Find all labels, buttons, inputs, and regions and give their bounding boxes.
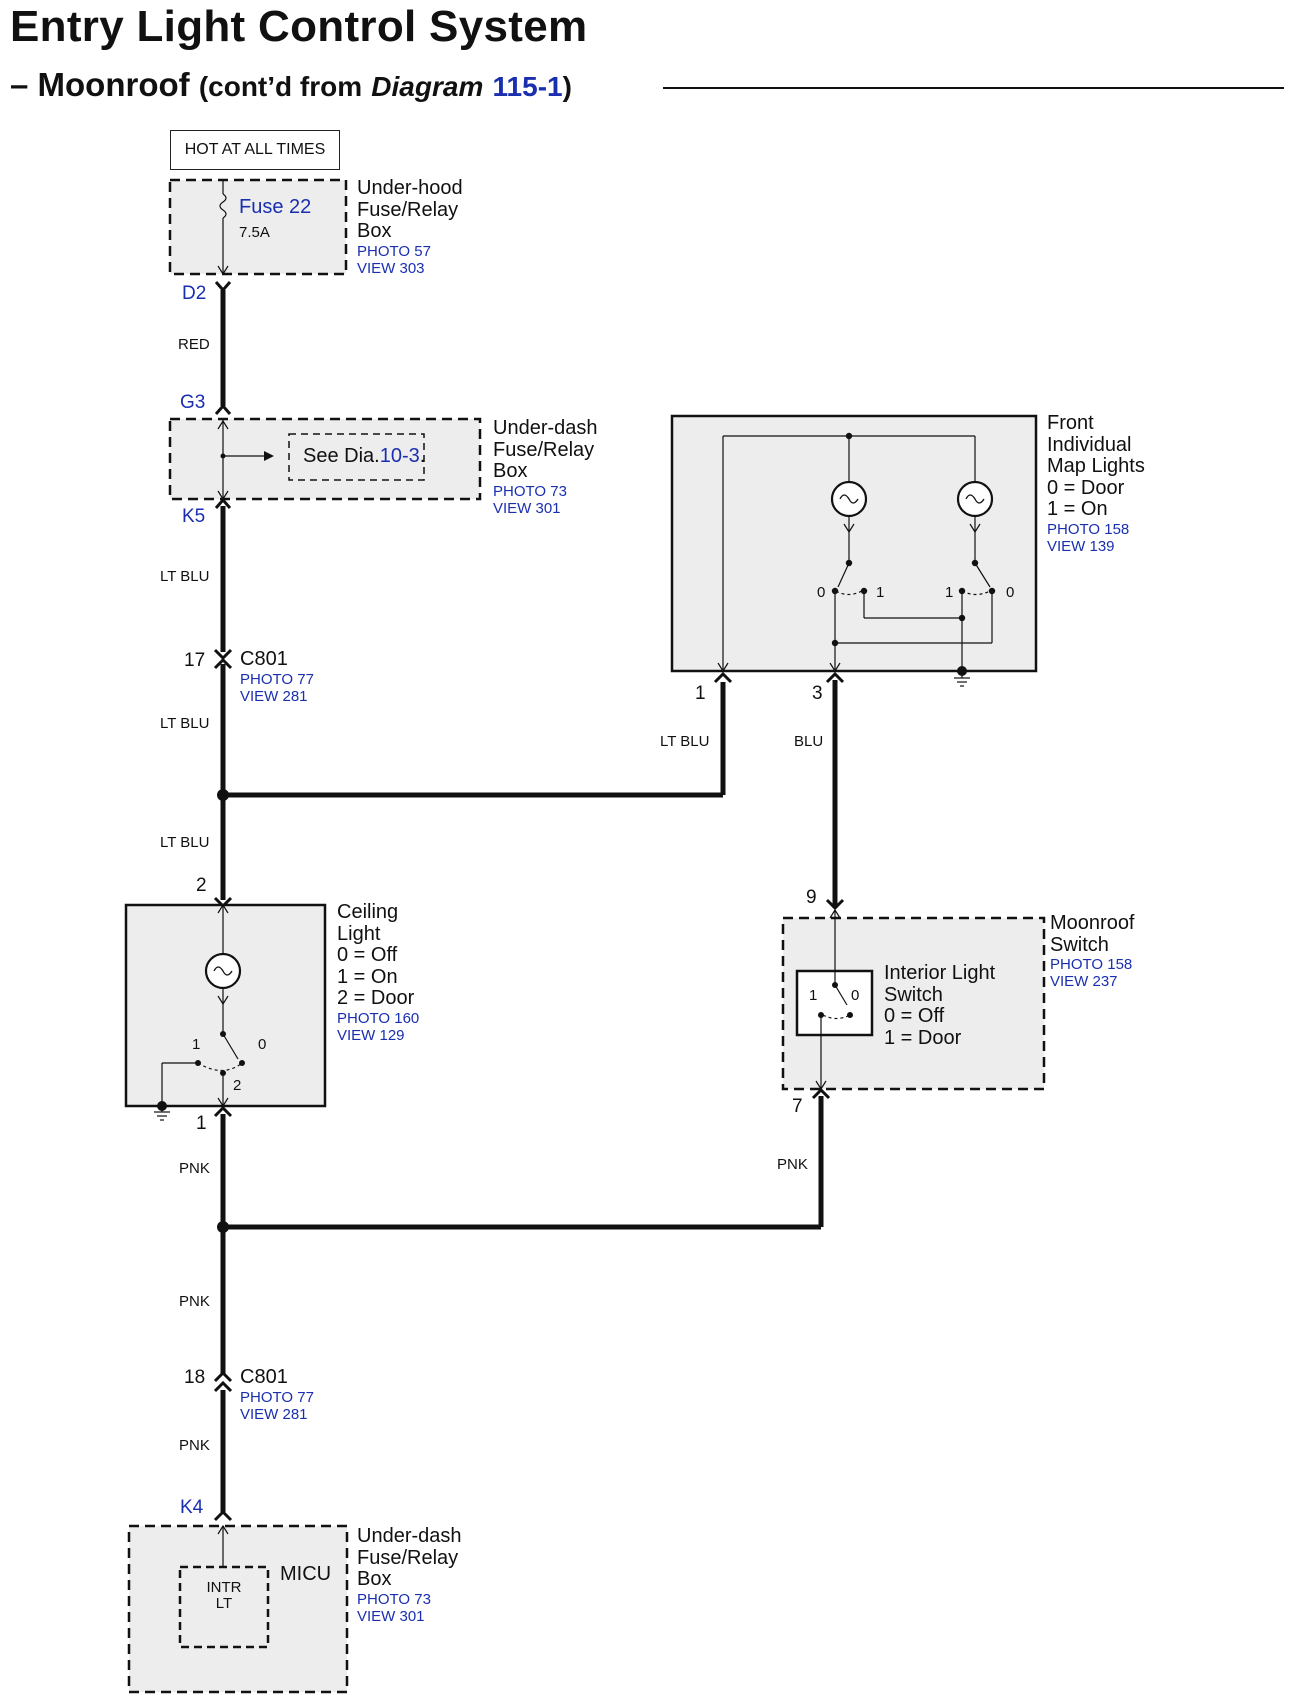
terminal-k5: K5 (182, 506, 206, 527)
c801-top-photo[interactable]: PHOTO 77 (240, 670, 314, 688)
subtitle-main: Moonroof (37, 66, 190, 103)
see-dia-text: See Dia.10-3. (303, 445, 426, 467)
map-ground-icon (954, 671, 970, 687)
connector-c801-bottom-icon (213, 1370, 233, 1383)
map-lights-box (670, 414, 1038, 673)
subtitle-close: ) (562, 71, 572, 102)
c801-bottom-view[interactable]: VIEW 281 (240, 1405, 308, 1423)
map-lights-photo[interactable]: PHOTO 158 (1047, 520, 1130, 538)
switch-pos-0: 0 (851, 987, 860, 1004)
ceiling-light-box (124, 903, 327, 1108)
c801-bottom-label: C801 PHOTO 77 VIEW 281 (240, 1366, 314, 1423)
c801-bottom-photo[interactable]: PHOTO 77 (240, 1388, 314, 1406)
underhood-view[interactable]: VIEW 303 (357, 259, 425, 277)
ceiling-bulb-icon (204, 952, 242, 990)
wire-label-red: RED (178, 336, 210, 353)
connector-k4-icon (213, 1509, 233, 1522)
underdash-top-photo[interactable]: PHOTO 73 (493, 482, 567, 500)
ceiling-light-label: Ceiling Light 0 = Off 1 = On 2 = Door PH… (337, 901, 420, 1044)
map-sw-right-0: 0 (1006, 584, 1015, 601)
terminal-d2: D2 (182, 283, 207, 304)
ceiling-pin-2: 2 (196, 875, 207, 896)
map-pin-3: 3 (812, 683, 823, 704)
intr-lt-box (178, 1565, 270, 1649)
underdash-top-label: Under-dash Fuse/Relay Box PHOTO 73 VIEW … (493, 417, 598, 517)
c801-top-pin: 17 (184, 650, 206, 671)
wire-label-lt-blu-2: LT BLU (160, 715, 210, 732)
wire-label-lt-blu-1: LT BLU (160, 568, 210, 585)
underdash-bottom-photo[interactable]: PHOTO 73 (357, 1590, 431, 1608)
wire-label-map-lt-blu: LT BLU (660, 733, 710, 750)
moonroof-switch-view[interactable]: VIEW 237 (1050, 973, 1118, 990)
subtitle-diagram-ref[interactable]: 115-1 (492, 71, 563, 102)
ceiling-ground-icon (154, 1106, 170, 1121)
moonroof-switch-label: Moonroof Switch PHOTO 158 VIEW 237 (1050, 912, 1135, 990)
c801-bottom-pin: 18 (184, 1367, 206, 1388)
intr-lt-label: INTR LT (206, 1579, 242, 1612)
wire-label-pnk-4: PNK (179, 1437, 210, 1454)
moonroof-switch-photo[interactable]: PHOTO 158 (1050, 956, 1133, 973)
page-subtitle: – Moonroof (cont’d from Diagram 115-1) (10, 66, 572, 104)
ceiling-view[interactable]: VIEW 129 (337, 1026, 405, 1044)
wire-label-pnk-2: PNK (777, 1156, 808, 1173)
underdash-bottom-view[interactable]: VIEW 301 (357, 1607, 425, 1625)
c801-top-label: C801 PHOTO 77 VIEW 281 (240, 648, 314, 705)
underdash-bottom-label: Under-dash Fuse/Relay Box PHOTO 73 VIEW … (357, 1525, 462, 1625)
see-dia-ref[interactable]: 10-3 (379, 445, 420, 467)
map-lights-label: Front Individual Map Lights 0 = Door 1 =… (1047, 412, 1145, 555)
page-title: Entry Light Control System (10, 2, 588, 51)
ceiling-pos-0: 0 (258, 1036, 267, 1053)
wire-label-pnk-1: PNK (179, 1160, 210, 1177)
connector-d2-icon (214, 281, 232, 293)
subtitle-dash: – (10, 66, 29, 103)
ceiling-photo[interactable]: PHOTO 160 (337, 1009, 420, 1027)
ceiling-pos-2: 2 (233, 1077, 242, 1094)
map-sw-left-0: 0 (817, 584, 826, 601)
map-bulb-left-icon (830, 480, 868, 518)
underdash-box-top (168, 417, 482, 501)
subtitle-diagram-word: Diagram (371, 71, 484, 102)
map-sw-left-1: 1 (876, 584, 885, 601)
fuse-icon (219, 193, 227, 219)
map-pin-1: 1 (695, 683, 706, 704)
splice-bottom (217, 1221, 229, 1233)
switch-pos-1: 1 (809, 987, 818, 1004)
wire-label-pnk-3: PNK (179, 1293, 210, 1310)
wire-label-lt-blu-3: LT BLU (160, 834, 210, 851)
underhood-box (168, 178, 348, 276)
switch-pin-7: 7 (792, 1096, 803, 1117)
connector-g3-icon (214, 403, 232, 415)
underhood-box-label: Under-hood Fuse/Relay Box PHOTO 57 VIEW … (357, 177, 463, 277)
subtitle-cont: (cont’d from (198, 71, 363, 102)
fuse-rating: 7.5A (239, 224, 270, 241)
interior-light-switch-label: Interior Light Switch 0 = Off 1 = Door (884, 962, 996, 1049)
switch-pin-9: 9 (806, 887, 817, 908)
terminal-g3: G3 (180, 392, 206, 413)
map-bulb-right-icon (956, 480, 994, 518)
fuse-22-label: Fuse 22 (239, 196, 312, 218)
micu-label: MICU (280, 1563, 332, 1585)
wire-label-map-blu: BLU (794, 733, 824, 750)
underhood-photo[interactable]: PHOTO 57 (357, 242, 431, 260)
underdash-top-view[interactable]: VIEW 301 (493, 499, 561, 517)
ceiling-pin-1: 1 (196, 1113, 207, 1134)
map-lights-view[interactable]: VIEW 139 (1047, 537, 1115, 555)
hot-at-all-times-label: HOT AT ALL TIMES (170, 130, 340, 170)
map-sw-right-1: 1 (945, 584, 954, 601)
ceiling-pos-1: 1 (192, 1036, 201, 1053)
see-dia-box (288, 433, 425, 481)
terminal-k4: K4 (180, 1497, 204, 1518)
c801-top-view[interactable]: VIEW 281 (240, 687, 308, 705)
arrow-right-icon (264, 451, 274, 461)
